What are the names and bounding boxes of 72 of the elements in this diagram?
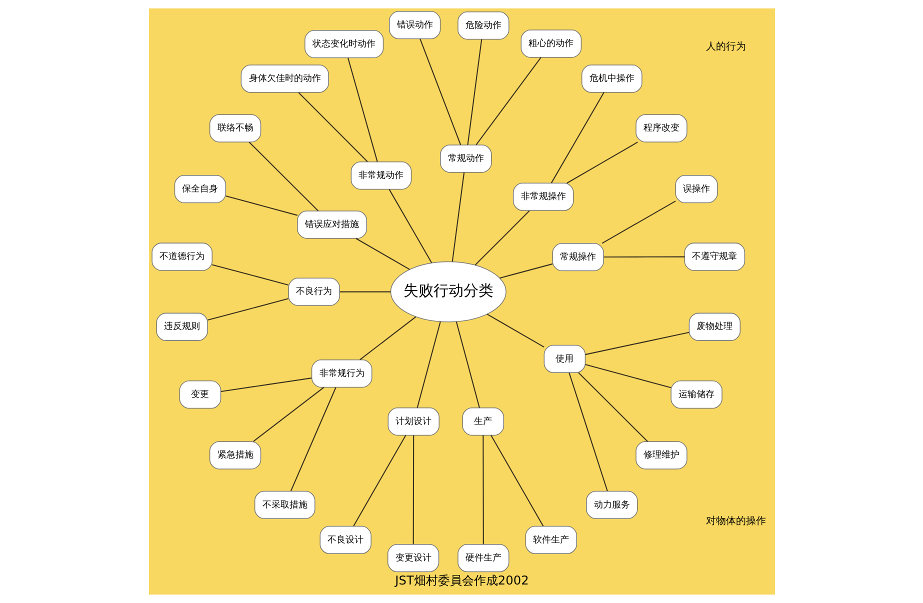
connector — [584, 364, 671, 388]
connector — [352, 435, 406, 526]
node-box: 状态变化时动作 — [304, 30, 384, 58]
node-box: 修理维护 — [635, 441, 687, 470]
node-box: 不良行为 — [288, 278, 340, 306]
connector — [603, 256, 684, 258]
node-box: 误操作 — [674, 174, 718, 204]
node-box: 身体欠佳时的动作 — [240, 64, 328, 93]
node-box: 保全自身 — [174, 174, 226, 204]
node-box: 非常规操作 — [512, 182, 574, 211]
connector — [359, 316, 416, 360]
connector — [490, 435, 544, 526]
connector — [419, 38, 461, 146]
node-box: 紧急措施 — [208, 441, 261, 470]
node-box: 违反规则 — [156, 312, 208, 341]
node-box: 不道德行为 — [151, 242, 212, 271]
connector — [578, 372, 648, 442]
connector — [355, 238, 410, 270]
connector — [346, 58, 378, 162]
connector — [252, 387, 324, 442]
connector — [412, 435, 414, 544]
node-box: 粗心的动作 — [520, 30, 582, 58]
connector — [584, 332, 689, 356]
connector — [388, 189, 432, 264]
node-box: 常规动作 — [440, 144, 492, 173]
node-box: 错误应对措施 — [296, 210, 367, 239]
connector — [207, 298, 288, 321]
node-box: 危险动作 — [457, 11, 509, 40]
connector — [225, 195, 298, 216]
connector — [451, 172, 464, 262]
node-box: 生产 — [462, 407, 504, 436]
node-box: 程序改变 — [635, 114, 687, 142]
connector — [212, 264, 288, 286]
node-box: 非常规行为 — [310, 360, 372, 388]
connector — [466, 39, 482, 145]
connector — [550, 92, 604, 184]
node-box: 硬件生产 — [457, 544, 509, 572]
connector — [486, 314, 544, 348]
connector — [416, 321, 440, 408]
node-box: 错误动作 — [388, 11, 440, 40]
node-box: 变更 — [178, 380, 221, 409]
node-box: 软件生产 — [524, 526, 577, 554]
connector — [568, 372, 608, 492]
label: 对物体的操作 — [705, 516, 766, 528]
node-box: 危机中操作 — [580, 64, 642, 93]
node-box: 计划设计 — [387, 407, 439, 436]
connector — [566, 142, 638, 184]
node-ellipse: 失败行动分类 — [390, 261, 506, 322]
node-box: 变更设计 — [386, 544, 439, 572]
connector — [482, 435, 484, 544]
connector — [220, 378, 312, 392]
node-box: 使用 — [543, 344, 586, 374]
node-box: 不采取措施 — [254, 490, 315, 519]
connector — [298, 92, 368, 162]
label: 人的行为 — [705, 42, 746, 53]
node-box: 不良设计 — [319, 526, 371, 554]
connector — [499, 263, 552, 279]
connector — [601, 200, 676, 244]
node-box: 常规操作 — [552, 242, 604, 272]
connector — [339, 291, 390, 292]
node-box: 联络不畅 — [208, 114, 261, 142]
connector — [475, 57, 541, 146]
connector — [474, 210, 530, 266]
node-box: 动力服务 — [586, 490, 638, 519]
node-box: 不遵守规章 — [684, 242, 745, 271]
connector — [455, 321, 480, 408]
node-box: 非常规动作 — [350, 161, 412, 190]
node-box: 运输储存 — [670, 380, 722, 409]
caption: JST畑村委員会作成2002 — [394, 574, 528, 588]
connector — [290, 387, 336, 492]
connector — [248, 142, 318, 212]
node-box: 废物处理 — [688, 312, 740, 341]
